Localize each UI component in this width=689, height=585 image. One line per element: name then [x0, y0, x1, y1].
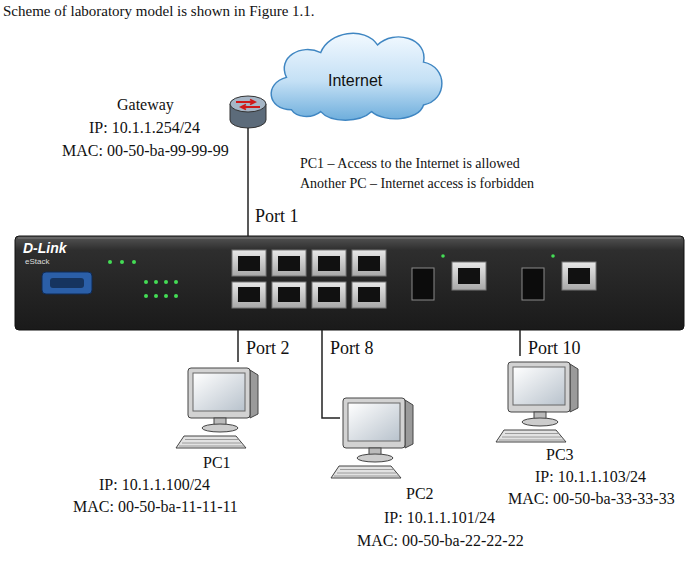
network-switch: D-LinkeStack: [15, 236, 684, 330]
mac-address: MAC: 00-50-ba-99-99-99: [62, 142, 229, 160]
ip-address: IP: 10.1.1.103/24: [535, 468, 646, 486]
gateway-router: GatewayIP: 10.1.1.254/24MAC: 00-50-ba-99…: [50, 92, 272, 164]
pc-host: PC2IP: 10.1.1.101/24MAC: 00-50-ba-22-22-…: [340, 393, 540, 557]
internet-cloud: Internet: [262, 24, 448, 124]
network-cable: [237, 330, 239, 362]
port-label: Port 8: [328, 338, 376, 359]
device-name: PC1: [203, 454, 231, 472]
mac-address: MAC: 00-50-ba-11-11-11: [73, 498, 238, 516]
port-label: Port 10: [526, 338, 583, 359]
port-label: Port 1: [253, 206, 301, 227]
device-name: Gateway: [117, 96, 174, 114]
ip-address: IP: 10.1.1.254/24: [89, 119, 200, 137]
network-cable: [519, 330, 521, 356]
device-name: PC3: [546, 446, 574, 464]
device-name: PC2: [406, 485, 434, 503]
pc-host: PC1IP: 10.1.1.100/24MAC: 00-50-ba-11-11-…: [60, 362, 265, 522]
brand-logo: D-Link: [23, 240, 67, 256]
mac-address: MAC: 00-50-ba-22-22-22: [357, 532, 524, 550]
mac-address: MAC: 00-50-ba-33-33-33: [508, 490, 675, 508]
router-icon: [230, 96, 266, 164]
network-cable: [247, 164, 249, 236]
pc-host: PC3IP: 10.1.1.103/24MAC: 00-50-ba-33-33-…: [498, 356, 684, 512]
ip-address: IP: 10.1.1.101/24: [384, 509, 495, 527]
access-note: PC1 – Access to the Internet is allowed: [300, 156, 520, 172]
series-name: eStack: [25, 257, 49, 266]
port-label: Port 2: [244, 338, 292, 359]
access-note: Another PC – Internet access is forbidde…: [300, 176, 534, 192]
intro-text: Scheme of laboratory model is shown in F…: [3, 3, 315, 20]
pc-icon: [176, 368, 258, 448]
pc-icon: [496, 362, 578, 442]
ip-address: IP: 10.1.1.100/24: [99, 476, 210, 494]
cloud-label: Internet: [328, 72, 382, 90]
switch-body: [15, 236, 684, 330]
pc-icon: [331, 398, 413, 478]
